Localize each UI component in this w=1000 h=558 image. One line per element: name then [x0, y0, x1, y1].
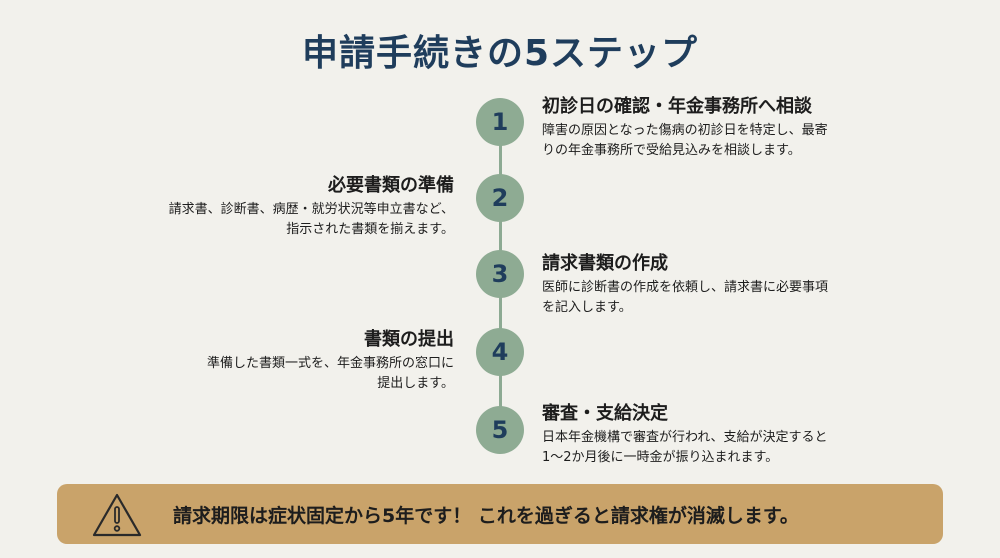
step-1-desc-line-2: りの年金事務所で受給見込みを相談します。 [542, 143, 801, 158]
step-1-description: 障害の原因となった傷病の初診日を特定し、最寄 りの年金事務所で受給見込みを相談し… [542, 121, 892, 161]
page-title: 申請手続きの5ステップ [301, 33, 699, 74]
step-2: 必要書類の準備 請求書、診断書、病歴・就労状況等申立書など、 指示された書類を揃… [114, 174, 454, 240]
step-2-description: 請求書、診断書、病歴・就労状況等申立書など、 指示された書類を揃えます。 [114, 200, 454, 240]
step-5-desc-line-2: 1〜2か月後に一時金が振り込まれます。 [542, 450, 779, 465]
deadline-warning-banner: 請求期限は症状固定から5年です！ これを過ぎると請求権が消滅します。 [57, 484, 943, 544]
deadline-warning-text: 請求期限は症状固定から5年です！ これを過ぎると請求権が消滅します。 [173, 504, 799, 527]
step-5-heading: 審査・支給決定 [542, 403, 668, 424]
step-4: 書類の提出 準備した書類一式を、年金事務所の窓口に 提出します。 [114, 328, 454, 394]
step-1-number-circle: 1 [476, 98, 524, 146]
step-2-heading: 必要書類の準備 [328, 175, 454, 196]
step-4-desc-line-2: 提出します。 [377, 376, 454, 391]
step-3-desc-line-1: 医師に診断書の作成を依頼し、請求書に必要事項 [542, 280, 829, 295]
step-2-desc-line-1: 請求書、診断書、病歴・就労状況等申立書など、 [168, 202, 454, 217]
step-4-description: 準備した書類一式を、年金事務所の窓口に 提出します。 [114, 354, 454, 394]
step-5-description: 日本年金機構で審査が行われ、支給が決定すると 1〜2か月後に一時金が振り込まれま… [542, 428, 892, 468]
step-1-desc-line-1: 障害の原因となった傷病の初診日を特定し、最寄 [542, 123, 828, 138]
step-5: 審査・支給決定 日本年金機構で審査が行われ、支給が決定すると 1〜2か月後に一時… [542, 402, 892, 468]
step-3-description: 医師に診断書の作成を依頼し、請求書に必要事項 を記入します。 [542, 278, 892, 318]
step-4-heading: 書類の提出 [364, 329, 454, 350]
step-2-number-circle: 2 [476, 174, 524, 222]
step-3-heading: 請求書類の作成 [542, 253, 668, 274]
step-5-desc-line-1: 日本年金機構で審査が行われ、支給が決定すると [542, 430, 828, 445]
step-5-number-circle: 5 [476, 406, 524, 454]
warning-triangle-icon [92, 493, 142, 537]
step-3-number-circle: 3 [476, 250, 524, 298]
step-1-heading: 初診日の確認・年金事務所へ相談 [542, 96, 812, 117]
step-3: 請求書類の作成 医師に診断書の作成を依頼し、請求書に必要事項 を記入します。 [542, 252, 892, 318]
step-4-desc-line-1: 準備した書類一式を、年金事務所の窓口に [206, 356, 454, 371]
step-2-desc-line-2: 指示された書類を揃えます。 [286, 222, 454, 237]
step-1: 初診日の確認・年金事務所へ相談 障害の原因となった傷病の初診日を特定し、最寄 り… [542, 95, 892, 161]
step-4-number-circle: 4 [476, 328, 524, 376]
step-3-desc-line-2: を記入します。 [542, 300, 632, 315]
